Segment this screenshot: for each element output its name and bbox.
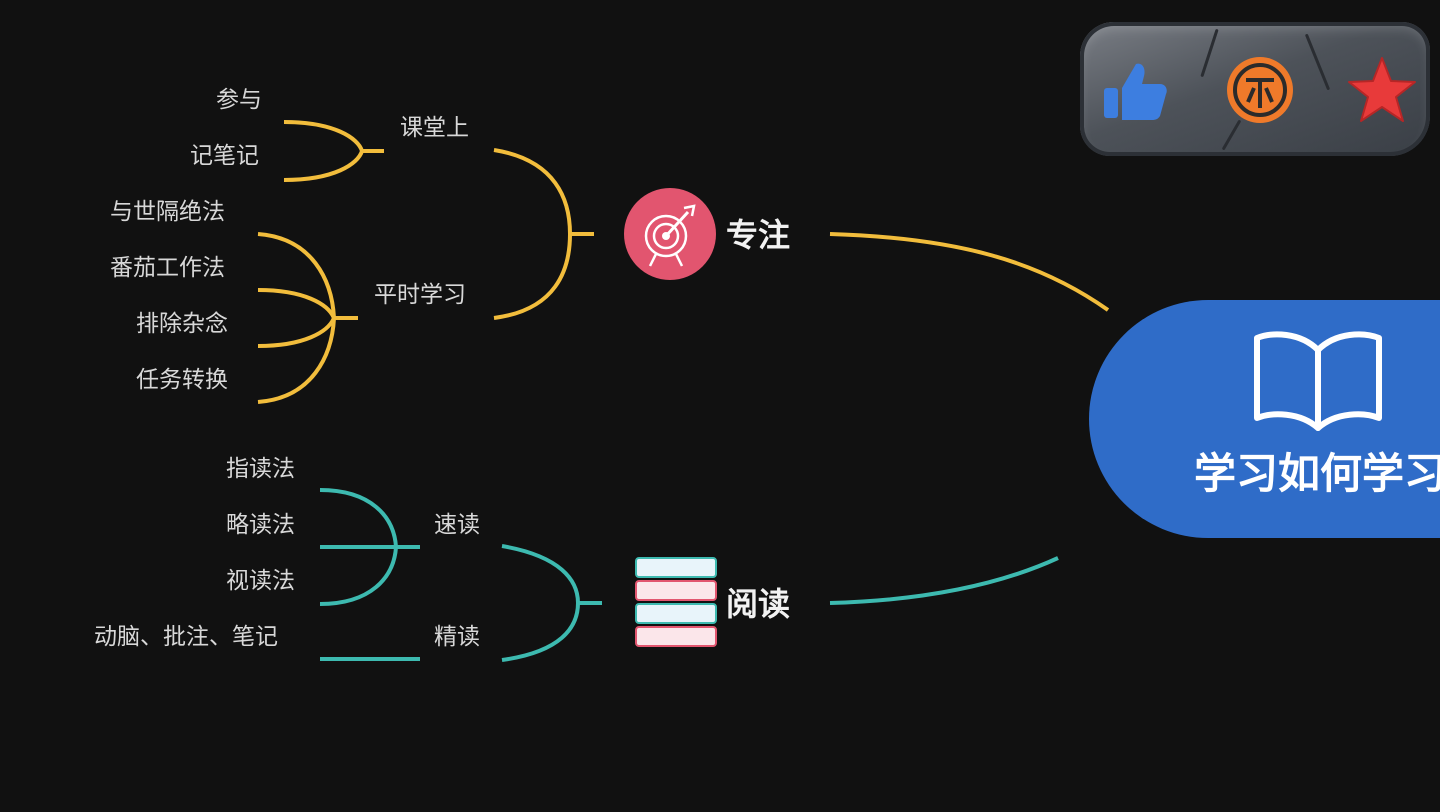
target-dart-icon [624,188,716,280]
leaf-label[interactable]: 番茄工作法 [110,255,225,281]
center-node[interactable]: 学习如何学习 [1089,300,1440,538]
branch-focus: 专注 课堂上 平时学习 参与 记笔记 与世隔绝法 番茄工作法 排除杂念 任务转换 [110,87,790,404]
coin-button[interactable] [1224,54,1296,126]
coin-icon [1227,57,1293,123]
like-button[interactable] [1098,54,1170,126]
leaf-label[interactable]: 指读法 [226,456,295,482]
leaf-label[interactable]: 参与 [216,87,262,113]
branch-reading: 阅读 速读 精读 指读法 略读法 视读法 动脑、批注、笔记 [94,456,790,662]
open-book-icon [1254,331,1382,431]
group-label[interactable]: 精读 [434,624,480,650]
branch-focus-label[interactable]: 专注 [726,216,790,254]
leaf-label[interactable]: 视读法 [226,568,295,594]
book-stack-icon [635,557,717,647]
leaf-label[interactable]: 排除杂念 [136,311,228,337]
action-button-panel [1080,22,1430,156]
connector-reading [829,556,1059,605]
panel-crack [1304,33,1331,91]
panel-crack [1200,28,1219,78]
leaf-label[interactable]: 动脑、批注、笔记 [94,624,278,650]
group-label[interactable]: 速读 [434,512,480,538]
center-label: 学习如何学习 [1194,449,1440,498]
leaf-label[interactable]: 记笔记 [190,143,259,169]
thumbs-up-icon [1104,63,1167,120]
favorite-button[interactable] [1346,54,1418,126]
connector-focus [829,232,1110,312]
branch-reading-label[interactable]: 阅读 [726,585,790,623]
star-icon [1348,57,1416,122]
group-label[interactable]: 平时学习 [374,282,466,308]
leaf-label[interactable]: 任务转换 [136,367,228,393]
leaf-label[interactable]: 略读法 [226,512,295,538]
group-label[interactable]: 课堂上 [400,115,469,141]
leaf-label[interactable]: 与世隔绝法 [110,199,225,225]
